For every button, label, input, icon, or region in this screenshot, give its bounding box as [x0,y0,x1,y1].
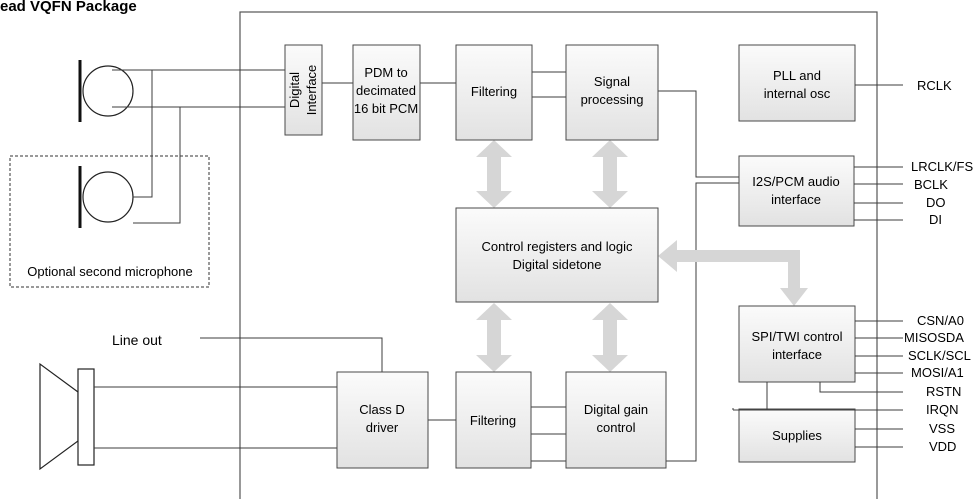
control-label-2: Digital sidetone [513,257,602,272]
signal-processing-label-2: processing [581,92,644,107]
filtering-bottom-label: Filtering [470,413,516,428]
pin-rstn: RSTN [926,384,961,399]
class-d-driver-block: Class D driver [336,371,429,469]
spi-label-1: SPI/TWI control [751,329,842,344]
pin-di: DI [929,212,942,227]
pll-label-1: PLL and [773,68,821,83]
digital-interface-label-1: Digital [287,72,302,108]
digital-gain-label-1: Digital gain [584,402,648,417]
pin-sclk: SCLK/SCL [908,348,971,363]
pdm-label-3: 16 bit PCM [354,101,418,116]
line-out-label: Line out [112,332,162,348]
microphone-1-icon [78,60,134,122]
pin-vdd: VDD [929,439,956,454]
supplies-block: Supplies [738,408,856,463]
supplies-label: Supplies [772,428,822,443]
speaker-wires [94,386,337,449]
pin-bclk: BCLK [914,177,948,192]
spi-twi-block: SPI/TWI control interface [738,305,856,383]
digital-interface-label-2: Interface [304,65,319,116]
digital-gain-label-2: control [596,420,635,435]
pin-lrclk: LRCLK/FS [911,159,973,174]
pin-wires [732,84,903,448]
mic-wires [112,69,285,224]
optional-mic-label: Optional second microphone [27,264,193,279]
pdm-label-2: decimated [356,83,416,98]
signal-processing-label-1: Signal [594,74,630,89]
digital-interface-block: Digital Interface [284,44,323,136]
control-registers-block: Control registers and logic Digital side… [455,207,659,303]
pdm-converter-block: PDM to decimated 16 bit PCM [352,44,421,141]
pin-rclk: RCLK [917,78,952,93]
microphone-2-icon [78,166,134,228]
pll-label-2: internal osc [764,86,831,101]
class-d-label-1: Class D [359,402,405,417]
signal-processing-block: Signal processing [565,44,659,141]
filtering-top-label: Filtering [471,84,517,99]
spi-label-2: interface [772,347,822,362]
data-flow-arrows [476,140,808,372]
pin-mosi: MOSI/A1 [911,365,964,380]
pin-vss: VSS [929,421,955,436]
diagram-title: ead VQFN Package [0,0,137,15]
pin-misosda: MISOSDA [904,330,964,345]
i2s-label-1: I2S/PCM audio [752,174,839,189]
filtering-top-block: Filtering [455,44,533,141]
pll-block: PLL and internal osc [738,44,856,122]
internal-wires [322,71,739,462]
pin-irqn: IRQN [926,402,959,417]
class-d-label-2: driver [366,420,399,435]
i2s-interface-block: I2S/PCM audio interface [738,155,855,227]
line-out-wire [200,337,383,372]
digital-gain-block: Digital gain control [565,371,667,469]
speaker-icon [39,362,95,471]
control-label-1: Control registers and logic [481,239,633,254]
pin-do: DO [926,195,946,210]
pdm-label-1: PDM to [364,65,407,80]
i2s-label-2: interface [771,192,821,207]
pin-labels: RCLK LRCLK/FS BCLK DO DI CSN/A0 MISOSDA … [904,78,973,454]
filtering-bottom-block: Filtering [455,371,532,469]
pin-csn: CSN/A0 [917,313,964,328]
